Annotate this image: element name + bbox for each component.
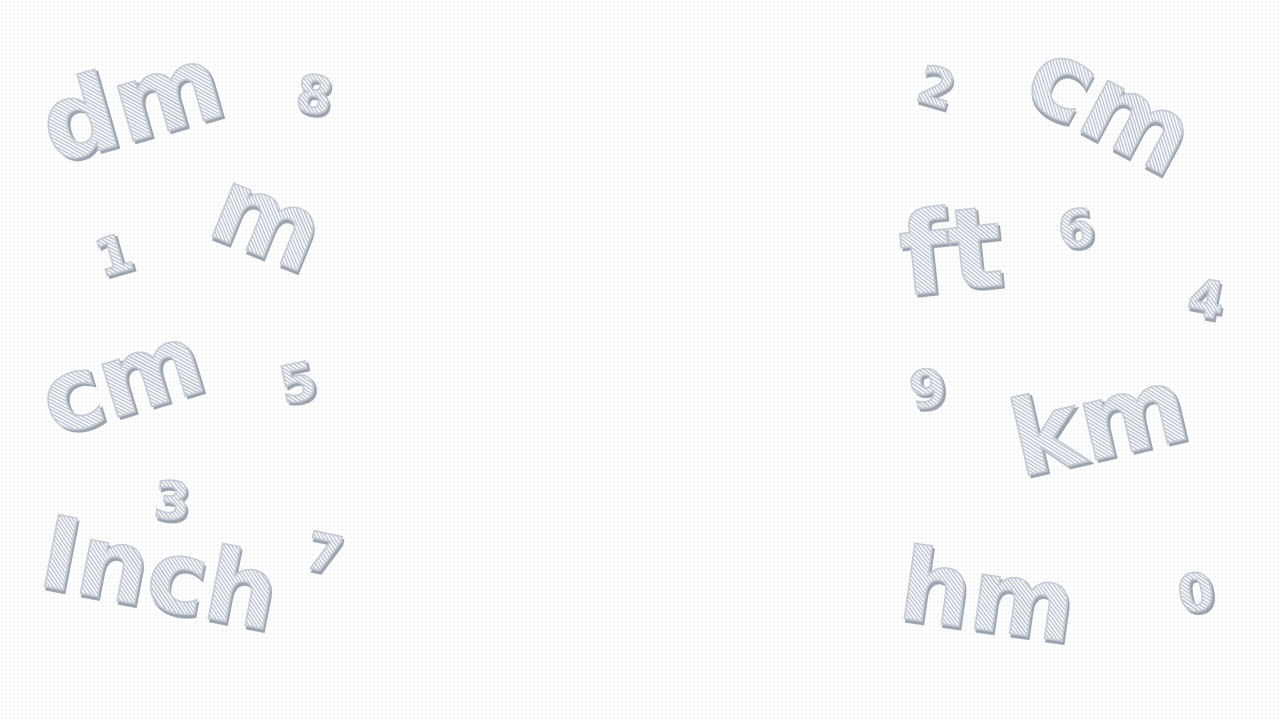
- unit-label-m: m: [194, 142, 342, 297]
- unit-label-hm: hm: [892, 525, 1084, 667]
- digit-5: 5: [273, 350, 323, 418]
- unit-label-cm-left: cm: [26, 299, 218, 460]
- unit-label-km: km: [998, 342, 1200, 502]
- unit-label-cm-right: cm: [1007, 11, 1216, 200]
- unit-label-ft: ft: [893, 181, 1010, 323]
- digit-0: 0: [1172, 561, 1220, 628]
- digit-8: 8: [291, 63, 337, 129]
- digit-4: 4: [1182, 267, 1230, 334]
- digit-3: 3: [151, 470, 193, 534]
- digit-1: 1: [88, 221, 141, 290]
- digit-7: 7: [299, 520, 349, 588]
- digit-2: 2: [910, 53, 963, 122]
- unit-label-dm: dm: [26, 19, 237, 188]
- digit-6: 6: [1053, 197, 1099, 263]
- digit-9: 9: [904, 357, 952, 424]
